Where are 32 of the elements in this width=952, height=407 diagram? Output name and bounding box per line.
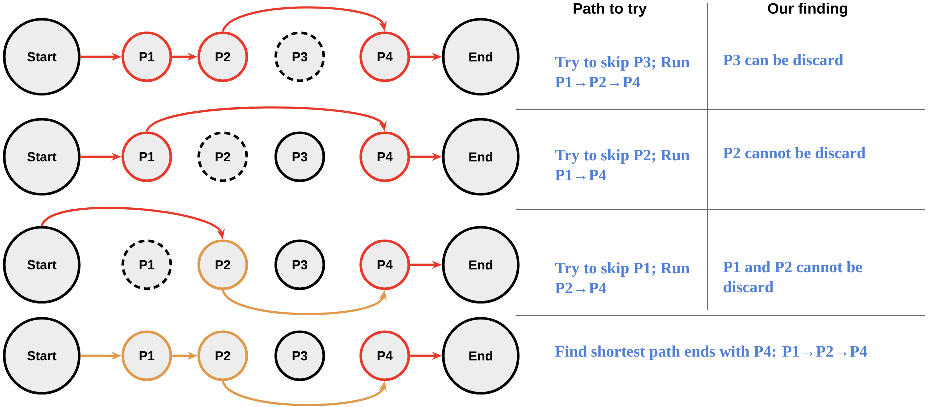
- circle-node: End: [442, 317, 520, 395]
- table-cell-text: Find shortest path ends with P4: P1→P2→P4: [555, 346, 868, 360]
- circle-node: End: [442, 118, 520, 196]
- circle-node: End: [442, 18, 520, 96]
- circle-node: P4: [360, 32, 410, 82]
- circle-node: Start: [3, 18, 81, 96]
- table-cell-text: P1 and P2 cannot be discard: [723, 261, 862, 293]
- circle-node: P3: [274, 240, 326, 290]
- table-cell-text: P3 can be discard: [723, 54, 844, 66]
- circle-node: End: [442, 226, 520, 304]
- circle-node: P4: [360, 330, 410, 382]
- circle-node: Start: [3, 226, 81, 304]
- circle-node: P1: [122, 132, 172, 182]
- table-cell-text: Try to skip P1; Run P2→P4: [555, 262, 690, 294]
- circle-node: P2: [198, 32, 248, 82]
- circle-node: Start: [3, 317, 81, 395]
- circle-node: P3: [274, 330, 326, 382]
- arrow: [222, 6, 388, 32]
- column-header: Our finding: [768, 2, 848, 18]
- circle-node: P3: [274, 132, 326, 182]
- circle-node: P2: [198, 240, 248, 290]
- table-cell-text: P2 cannot be discard: [723, 147, 866, 159]
- column-header: Path to try: [574, 3, 647, 17]
- circle-node: Start: [3, 118, 81, 196]
- circle-node: P2: [198, 330, 248, 382]
- arrow: [146, 106, 388, 132]
- table-cell-text: Try to skip P3; Run P1→P2→P4: [555, 56, 690, 88]
- table-cell-text: Try to skip P2; Run P1→P4: [555, 149, 690, 181]
- circle-node: P4: [360, 132, 410, 182]
- circle-node: P4: [360, 240, 410, 290]
- circle-node: P1: [122, 330, 172, 382]
- circle-node: P1: [122, 32, 172, 82]
